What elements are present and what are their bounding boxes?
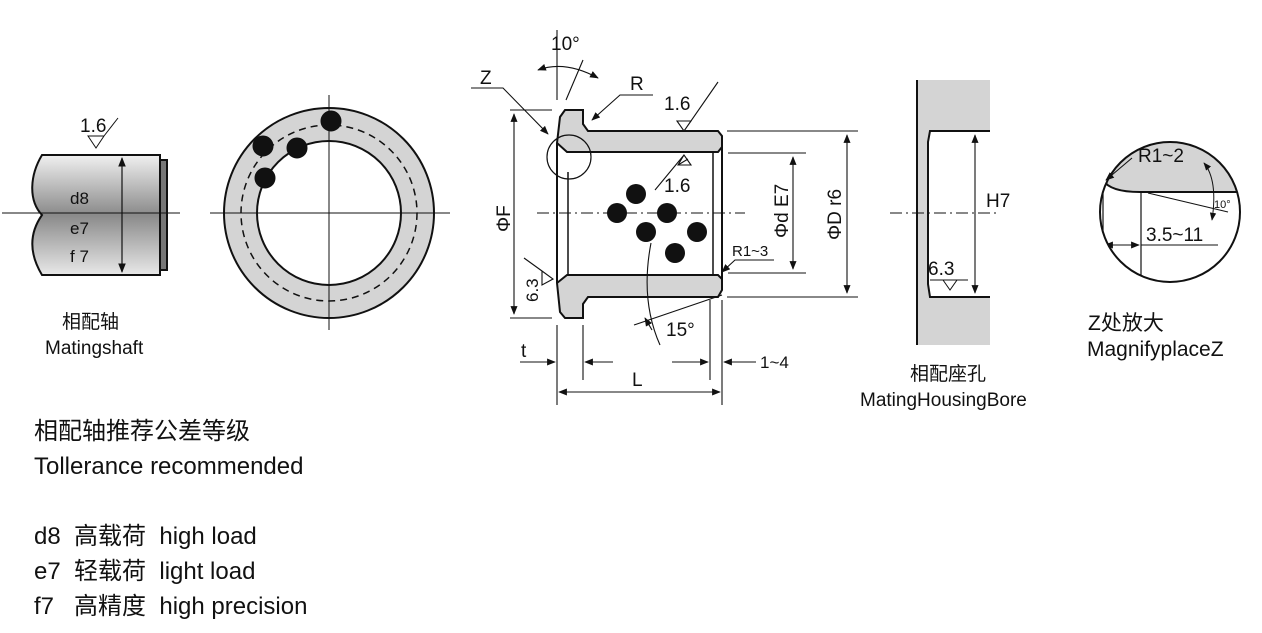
r-label: R [630,74,644,95]
graphite-plugs [607,184,707,263]
z-label: Z [480,68,492,89]
shaft-body [31,154,161,276]
mating-shaft-view [2,117,180,276]
chamfer-length-label: 1~4 [760,353,789,372]
notes-title-cn: 相配轴推荐公差等级 [34,418,250,445]
note-item-e7: e7 轻载荷 light load [34,558,256,585]
inner-diameter-label: Φd E7 [772,184,793,238]
detail-label-cn: Z处放大 [1088,312,1164,335]
flange-diameter-label: ΦF [494,205,515,232]
angle-10-label: 10° [551,34,580,55]
note-item-f7: f7 高精度 high precision [34,593,308,620]
detail-length-label: 3.5~11 [1146,225,1203,246]
note-item-d8: d8 高载荷 high load [34,523,257,550]
chamfer-angle-label: 15° [666,320,695,341]
notes-title-en: Tollerance recommended [34,453,304,480]
roughness-inner: 1.6 [664,176,690,197]
tolerance-notes: 相配轴推荐公差等级 Tollerance recommended d8 高载荷 … [34,414,307,624]
bushing-end-view [210,95,450,330]
tolerance-e7: e7 [70,219,89,238]
corner-radius-label: R1~3 [732,243,768,260]
housing-tolerance: H7 [986,191,1010,212]
tolerance-d8: d8 [70,189,89,208]
outer-diameter-label: ΦD r6 [825,189,846,240]
bushing-wall-top [555,109,723,153]
bushing-section-view [471,30,858,405]
housing-bore-view [890,80,1000,345]
flange-thickness-label: t [521,341,527,362]
shaft-chamfer [159,159,168,271]
roughness-outer: 1.6 [664,94,690,115]
roughness-symbol [87,117,119,149]
shaft-roughness: 1.6 [80,116,106,137]
housing-label-en: MatingHousingBore [860,390,1027,411]
detail-label-en: MagnifyplaceZ [1087,338,1224,361]
shaft-label-en: Matingshaft [45,338,144,359]
housing-roughness: 6.3 [928,259,954,280]
length-label: L [632,370,643,391]
housing-label-cn: 相配座孔 [910,363,986,385]
detail-radius-label: R1~2 [1138,146,1184,167]
roughness-flange: 6.3 [523,278,542,302]
detail-z-marker [546,134,592,180]
tolerance-f7: f 7 [70,247,89,266]
detail-angle-label: 10° [1214,199,1231,211]
shaft-label-cn: 相配轴 [62,311,119,333]
bushing-wall-bottom [555,274,723,319]
